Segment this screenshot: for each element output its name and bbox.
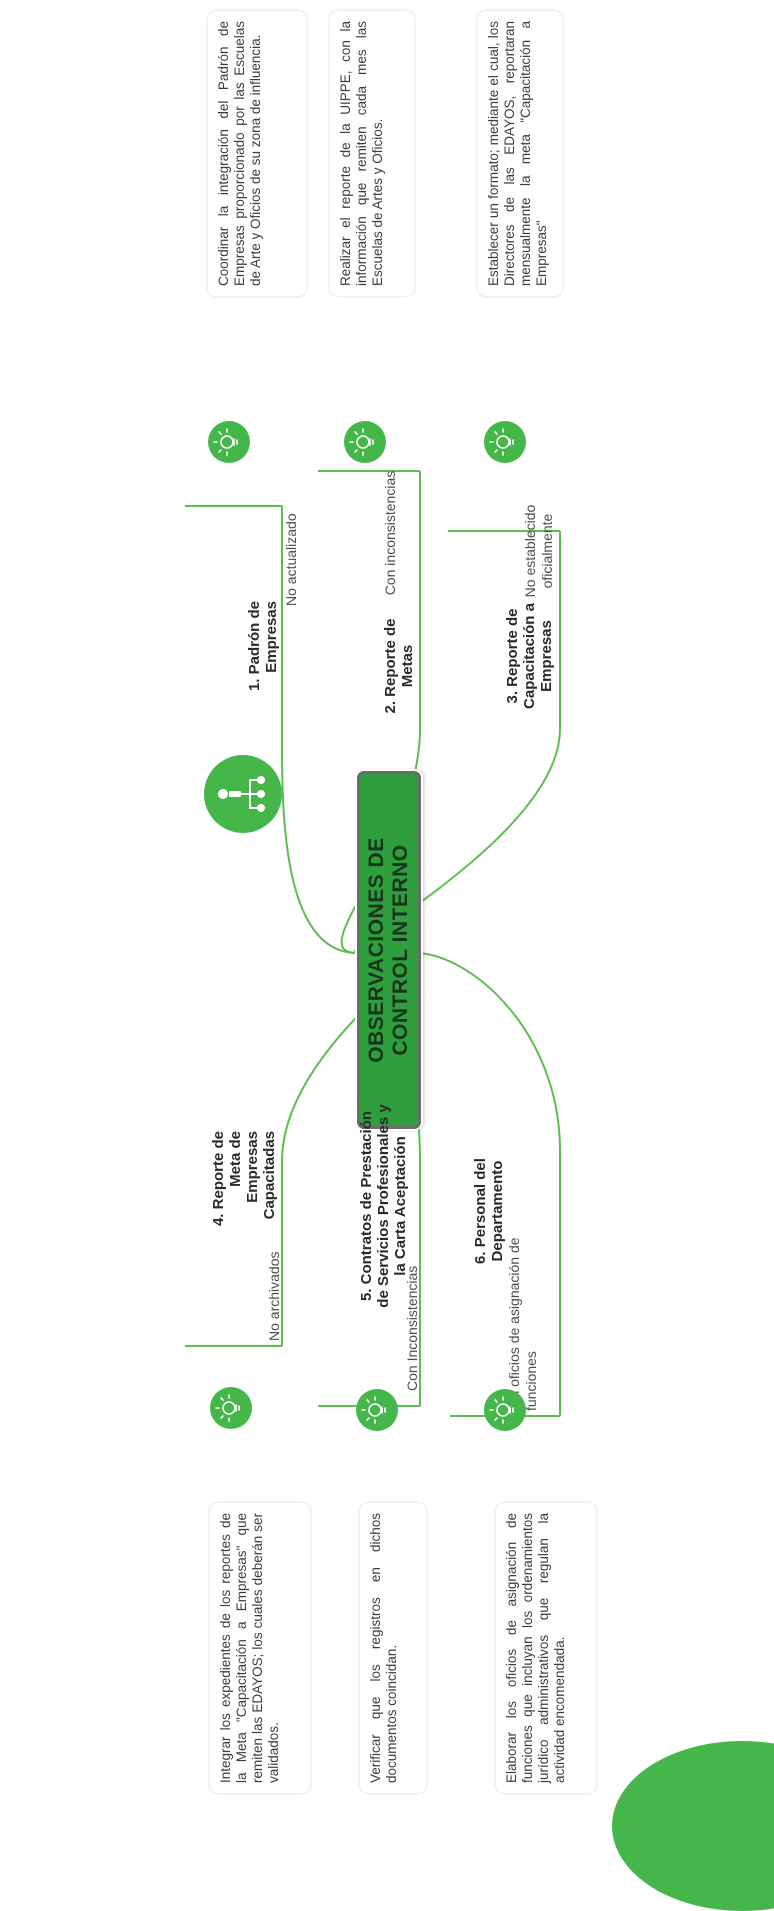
center-topic: OBSERVACIONES DE CONTROL INTERNO	[357, 771, 421, 1129]
branch-1-status: No actualizado	[283, 513, 299, 606]
branch-3-recommendation: Establecer un formato; mediante el cual,…	[478, 11, 562, 296]
center-topic-line-2: CONTROL INTERNO	[389, 844, 412, 1056]
branch-4-status: No archivados	[266, 1251, 282, 1342]
branch-6-recommendation: Elaborar los oficios de asignación de fu…	[496, 1503, 596, 1793]
branch-6-status: Sin oficios de asignación de funciones	[506, 1237, 539, 1411]
branch-1-recommendation: Coordinar la integración del Padrón de E…	[208, 11, 306, 296]
branch-2-status: Con inconsistencias	[382, 470, 398, 596]
lightbulb-icon	[210, 1387, 252, 1429]
lightbulb-icon	[484, 1389, 526, 1431]
branch-5-status: Con Inconsistencias	[404, 1265, 420, 1391]
organization-chart-icon	[204, 755, 282, 833]
mind-map: OBSERVACIONES DE CONTROL INTERNO 1. Padr…	[185, 11, 774, 1911]
branch-6-title: 6. Personal del Departamento	[472, 1158, 506, 1264]
lightbulb-icon	[344, 421, 386, 463]
center-topic-line-1: OBSERVACIONES DE	[365, 837, 388, 1063]
lightbulb-icon	[208, 421, 250, 463]
branch-4-recommendation: Integrar los expedientes de los reportes…	[210, 1503, 310, 1793]
lightbulb-icon	[356, 1389, 398, 1431]
branch-2-recommendation: Realizar el reporte de la UIPPE, con la …	[330, 11, 414, 296]
branch-5-recommendation: Verificar que los registros en dichos do…	[360, 1503, 426, 1793]
branch-2-title: 2. Reporte de Metas	[382, 618, 416, 714]
branch-1-title: 1. Padrón de Empresas	[246, 601, 280, 692]
branch-5-title: 5. Contratos de Prestación de Servicios …	[358, 1104, 409, 1308]
lightbulb-icon	[484, 421, 526, 463]
branch-3-status: No establecido oficialmente	[522, 504, 555, 598]
